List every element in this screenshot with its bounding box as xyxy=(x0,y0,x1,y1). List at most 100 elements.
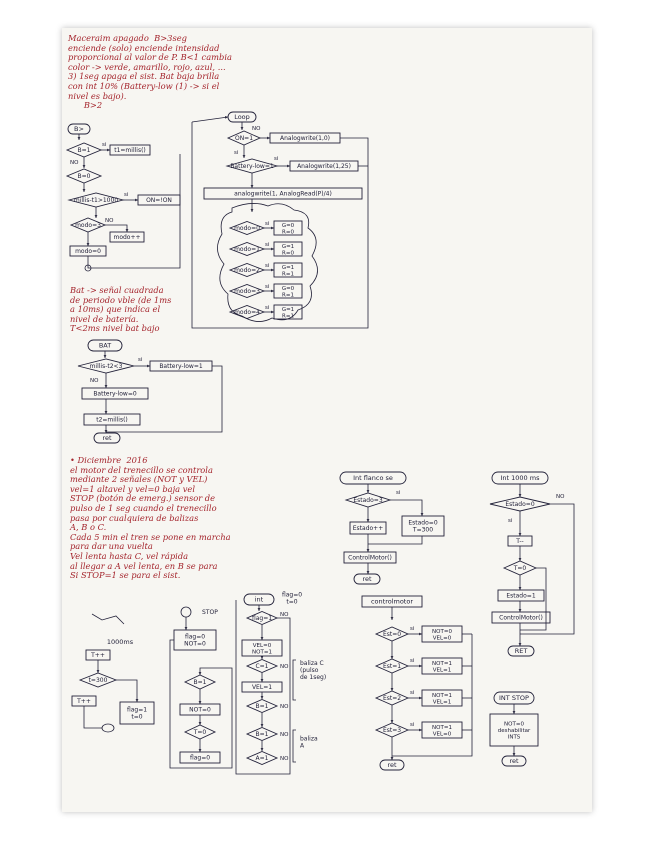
flow-loop-line7-arrowhead xyxy=(250,209,254,212)
flow-loop-mode-0-si: si xyxy=(265,221,270,227)
flow-int-d3b-label: B=1 xyxy=(256,731,269,738)
flow-ctrl-row-1-label: Est=1 xyxy=(383,663,401,670)
flow-ctrl-line-end-arrowhead xyxy=(390,757,394,760)
flow-loop-mode-4-label: modo=4 xyxy=(234,309,260,316)
flow-bat-line2-arrowhead xyxy=(147,364,150,368)
flow-loop-si1: si xyxy=(234,150,239,156)
flow-bat-a2-label: Battery-low=0 xyxy=(93,391,137,398)
flow-ctrl-row-2-down-arrowhead xyxy=(390,720,394,723)
flow-int-no-d2: NO xyxy=(280,664,289,670)
flow-loop-line3-arrowhead xyxy=(242,155,246,158)
flow-1000-line4-arrowhead xyxy=(518,587,522,590)
notebook-page: Maceraim apagado B>3seg enciende (solo) … xyxy=(62,28,592,812)
sketch-rail xyxy=(91,613,125,625)
flow-stop-line3-arrowhead xyxy=(198,749,202,752)
flow-bat-line4-arrowhead xyxy=(104,411,108,414)
flow-loop-a-on-label: Analogwrite(1,0) xyxy=(280,135,330,142)
flow-b-line7-arrowhead xyxy=(125,229,129,232)
flow-1000-line6-arrowhead xyxy=(518,643,522,646)
flow-loop-mode-2-line-arrowhead xyxy=(271,268,274,272)
flow-flanco-si: si xyxy=(396,490,401,496)
flow-flanco-end-terminal xyxy=(353,573,381,585)
flow-loop-mode-1-si: si xyxy=(265,242,270,248)
flow-b-d2-label: B=0 xyxy=(78,173,91,180)
flow-1000-si: si xyxy=(508,518,513,524)
flow-loop-mode-1-line-arrowhead xyxy=(271,247,274,251)
flow-ctrl-row-2-si: si xyxy=(410,690,415,696)
flow-flanco-line6-arrowhead xyxy=(366,571,370,574)
flow-1000-line3-arrowhead xyxy=(518,558,522,561)
flow-flanco-line4-arrowhead xyxy=(366,549,370,552)
flow-loop-mode-3-line-arrowhead xyxy=(271,289,274,293)
flow-b-line4-arrowhead xyxy=(82,189,86,192)
flow-ctrl-row-1-si: si xyxy=(410,658,415,664)
flow-loop-line1-arrowhead xyxy=(240,127,244,130)
flow-flanco-line5 xyxy=(368,536,423,545)
flow-flanco-a1-label: Estado++ xyxy=(353,525,383,532)
flow-int-line1-arrowhead xyxy=(260,637,264,640)
flow-1000-start-label: Int 1000 ms xyxy=(501,474,541,482)
flow-stop-loop-arrowhead xyxy=(198,672,202,675)
flow-int-d1-label: flag=1 xyxy=(252,615,272,622)
flow-bat-a1-label: Battery-low=1 xyxy=(159,363,203,370)
flow-loop-mode-0-line-arrowhead xyxy=(271,226,274,230)
flow-ctrl-row-3-si: si xyxy=(410,722,415,728)
flow-stop-line1-arrowhead xyxy=(198,701,202,704)
flow-b-no1: NO xyxy=(70,160,79,166)
flow-1000-end-terminal xyxy=(507,645,535,657)
flow-bat-a3-label: t2=millis() xyxy=(96,417,128,424)
flow-bat-line5-arrowhead xyxy=(104,430,108,433)
flow-bat-merge xyxy=(106,365,223,433)
flow-loop-mode-1-label: modo=1 xyxy=(234,246,260,253)
flow-flanco-a2-box xyxy=(401,515,445,537)
flow-b-line9 xyxy=(87,154,181,269)
flow-ctrl-row-3-label: Est=3 xyxy=(383,727,401,734)
flow-loop-no1: NO xyxy=(252,126,261,132)
flow-stop-d2-decision xyxy=(183,724,217,740)
flow-int-bracket-c xyxy=(292,659,296,701)
flow-loop-mode-1-act-box xyxy=(273,241,303,257)
flow-bat-si1: si xyxy=(138,357,143,363)
flow-ctrl-row-2-label: Est=2 xyxy=(383,695,401,702)
flow-1000-no: NO xyxy=(556,494,565,500)
sketch-line1-arrowhead xyxy=(96,670,100,673)
flow-b-line8-arrowhead xyxy=(86,243,90,246)
flow-loop-mode-4-si: si xyxy=(265,305,270,311)
flow-loop-cloud xyxy=(217,203,318,322)
flow-1000-line1-arrowhead xyxy=(518,494,522,497)
flow-int-d3-label: B=1 xyxy=(256,703,269,710)
flow-int-d3-decision xyxy=(245,699,279,713)
flow-1000-d2-label: T=0 xyxy=(513,565,527,572)
sketch-d1-label: t=300 xyxy=(89,677,108,684)
flow-int-start-label: int xyxy=(255,596,264,604)
sketch-end xyxy=(101,723,115,733)
flow-int-d4-label: A=1 xyxy=(256,755,269,762)
flow-flanco-line2 xyxy=(390,499,423,516)
flow-flanco-end-label: ret xyxy=(362,575,372,583)
flow-b-d2-decision xyxy=(65,168,103,184)
flow-b-line7 xyxy=(105,224,128,232)
flow-flanco-a3-label: ControlMotor() xyxy=(348,555,392,562)
flow-bat-line1-arrowhead xyxy=(103,355,107,358)
flow-loop-line2-arrowhead xyxy=(267,136,270,140)
flow-bat-line3-arrowhead xyxy=(104,385,108,388)
flow-b-line6-arrowhead xyxy=(94,215,98,218)
flow-int-line3-arrowhead xyxy=(260,679,264,682)
flow-loop-a-pot-box xyxy=(203,187,363,200)
flow-ctrl-row-0-line-arrowhead xyxy=(419,632,422,636)
sketch-timer-label: 1000ms xyxy=(107,638,134,646)
flow-stop-d2-label: T=0 xyxy=(193,729,207,736)
flow-b-a5-label: modo=0 xyxy=(75,248,101,255)
flow-intstop-end-label: ret xyxy=(509,757,519,765)
